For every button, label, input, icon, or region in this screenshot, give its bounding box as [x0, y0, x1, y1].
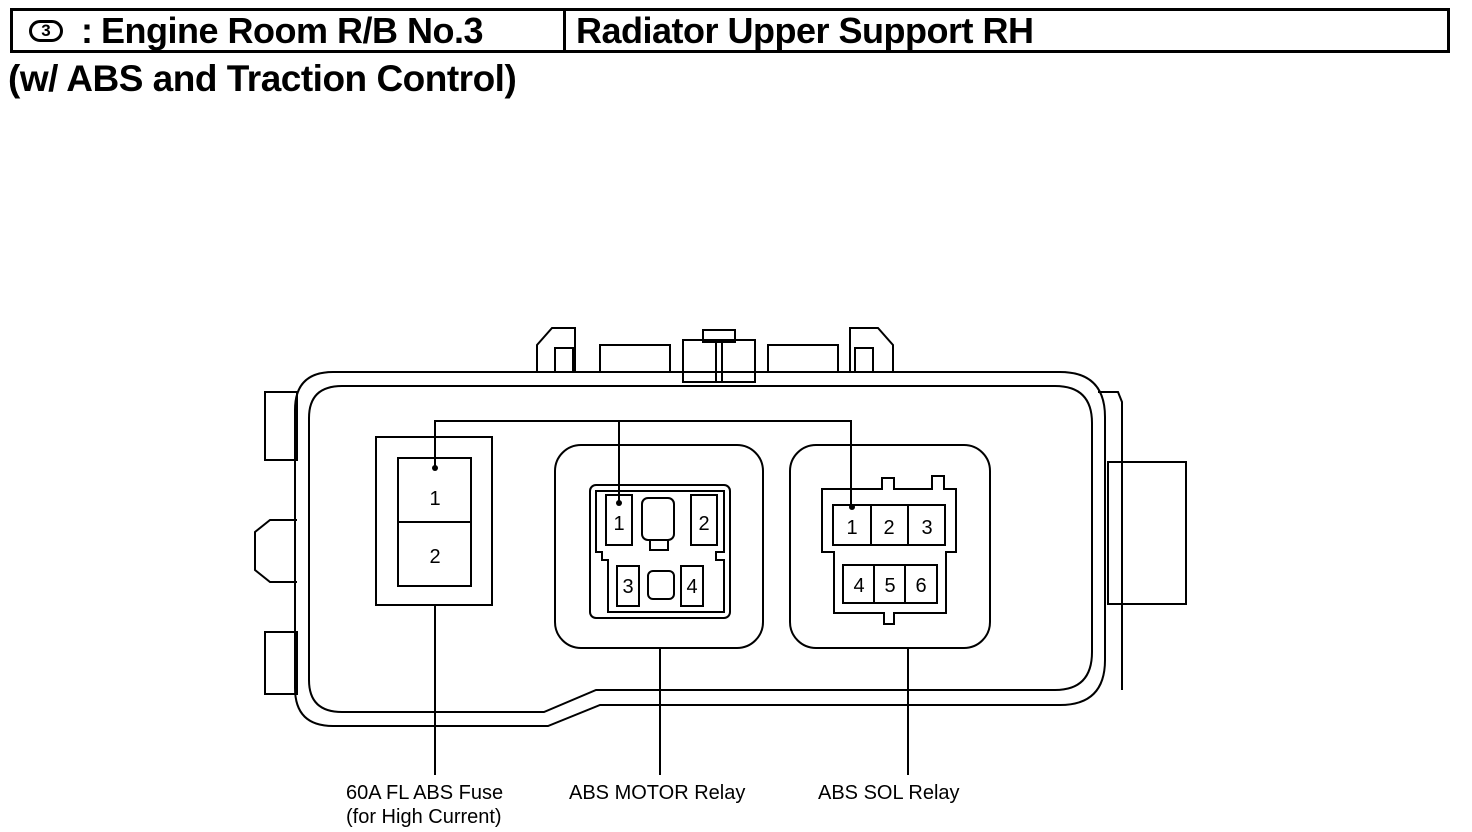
top-tabs [536, 327, 894, 383]
page-subtitle: (w/ ABS and Traction Control) [8, 58, 517, 99]
right-tabs [1098, 391, 1187, 690]
header-separator: : [81, 9, 93, 51]
relay-block-title: Engine Room R/B No.3 [101, 9, 484, 51]
housing-outline [294, 371, 1106, 727]
sol-relay-pin-4: 4 [853, 575, 864, 597]
location-badge: 3 [29, 19, 63, 42]
left-tabs [254, 391, 298, 695]
location-title: Radiator Upper Support RH [576, 9, 1034, 51]
abs-sol-relay: 1 2 3 4 5 6 [789, 444, 991, 649]
motor-relay-pin-1: 1 [613, 513, 624, 535]
motor-relay-pin-4: 4 [686, 576, 697, 598]
motor-relay-callout: ABS MOTOR Relay [569, 782, 746, 804]
fuse-callout-line2: (for High Current) [346, 806, 502, 828]
header-left-cell: 3 : Engine Room R/B No.3 [13, 9, 566, 51]
header-bar: 3 : Engine Room R/B No.3 Radiator Upper … [10, 8, 1450, 53]
housing-inner-wall [308, 385, 1093, 713]
sol-relay-pin-1: 1 [846, 517, 857, 539]
motor-relay-pin-2: 2 [698, 513, 709, 535]
sol-relay-callout: ABS SOL Relay [818, 782, 960, 804]
header-right-cell: Radiator Upper Support RH [566, 9, 1447, 51]
sol-relay-pin-5: 5 [884, 575, 895, 597]
motor-relay-pin-3: 3 [622, 576, 633, 598]
pin1-common-wire [434, 420, 852, 507]
abs-motor-relay: 1 2 3 4 [554, 444, 764, 649]
fuse-callout: 60A FL ABS Fuse (for High Current) [346, 781, 503, 829]
sol-relay-pin-3: 3 [921, 517, 932, 539]
fuse-pin-2: 2 [429, 546, 440, 568]
fuse-callout-line1: 60A FL ABS Fuse [346, 782, 504, 804]
sol-relay-pin-2: 2 [883, 517, 894, 539]
sol-relay-pin-6: 6 [915, 575, 926, 597]
fuse-pin-1: 1 [429, 488, 440, 510]
